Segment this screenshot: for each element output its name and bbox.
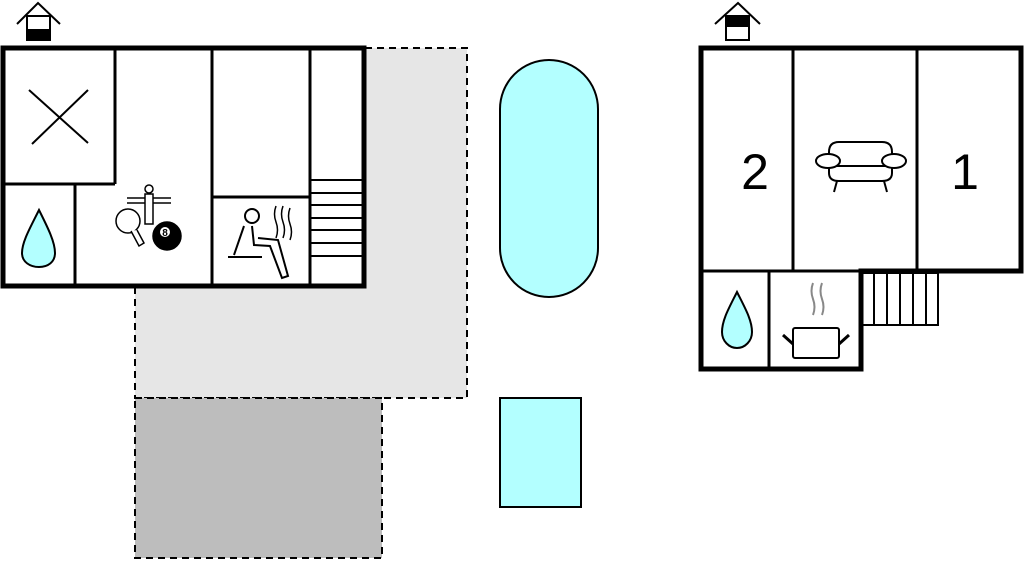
game-room-icon: [115, 184, 182, 251]
upper-floor-icon: [714, 1, 761, 41]
cooking-pot-icon: [781, 282, 851, 359]
cross-icon: [28, 89, 89, 145]
left-building: [0, 45, 367, 289]
parking-area: [134, 397, 383, 559]
bedroom-1-label: 1: [951, 144, 979, 200]
bedroom-2-label: 2: [741, 144, 769, 200]
sauna-icon: [228, 205, 293, 280]
stairs: [310, 179, 362, 257]
small-pool: [499, 397, 582, 508]
sofa-icon: [815, 141, 907, 193]
water-drop-icon: [20, 207, 57, 269]
billiard-ball-label: 8: [162, 228, 168, 239]
right-building: [698, 45, 1024, 372]
water-drop-icon: [720, 289, 754, 350]
pool: [499, 59, 599, 298]
stairs: [860, 272, 939, 326]
ground-floor-icon: [16, 1, 61, 41]
